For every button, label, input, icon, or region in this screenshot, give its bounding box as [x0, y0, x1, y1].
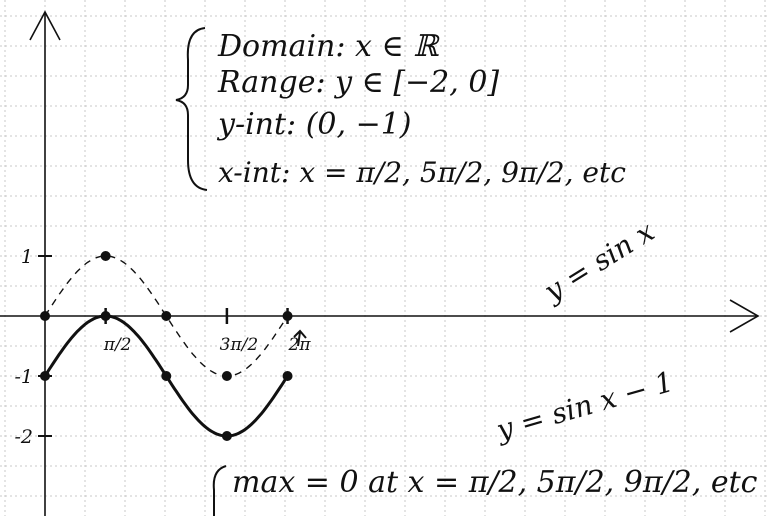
x-tick-label: 2π	[288, 335, 312, 355]
y-tick-label: -2	[14, 426, 33, 448]
y-tick-label: -1	[14, 366, 33, 388]
x-axis-arrow	[729, 299, 760, 333]
max-note: max = 0 at x = π/2, 5π/2, 9π/2, etc	[232, 465, 758, 500]
sin-key-point	[282, 311, 293, 321]
y-intercept-note: y-int: (0, −1)	[216, 107, 412, 142]
x-tick-label: π/2	[103, 335, 132, 355]
sin-curve-label: y = sin x	[537, 215, 661, 309]
shifted-key-point	[161, 371, 172, 381]
y-axis-arrow	[29, 10, 61, 41]
tick-group: 1 -1 -2 π/2 3π/2 2π	[14, 246, 311, 448]
range-note: Range: y ∈ [−2, 0]	[217, 65, 499, 100]
x-tick-label: 3π/2	[220, 335, 259, 355]
shifted-curve-label: y = sin x − 1	[491, 365, 677, 447]
y-tick-label: 1	[21, 246, 33, 268]
shifted-key-point	[282, 371, 293, 381]
domain-note: Domain: x ∈ ℝ	[217, 29, 440, 64]
x-intercept-note: x-int: x = π/2, 5π/2, 9π/2, etc	[218, 156, 626, 189]
sin-curve	[44, 255, 289, 377]
notes-brace	[175, 27, 208, 191]
x-intercept-arrow	[293, 329, 307, 347]
sin-key-point	[221, 371, 232, 381]
max-note-brace	[212, 465, 227, 516]
shifted-key-point	[40, 371, 50, 381]
sin-key-point	[161, 311, 172, 321]
sin-key-point	[100, 251, 111, 261]
shifted-key-point	[100, 311, 111, 321]
sin-key-point	[40, 311, 50, 321]
key-point-group	[40, 251, 293, 441]
shifted-key-point	[221, 431, 232, 441]
